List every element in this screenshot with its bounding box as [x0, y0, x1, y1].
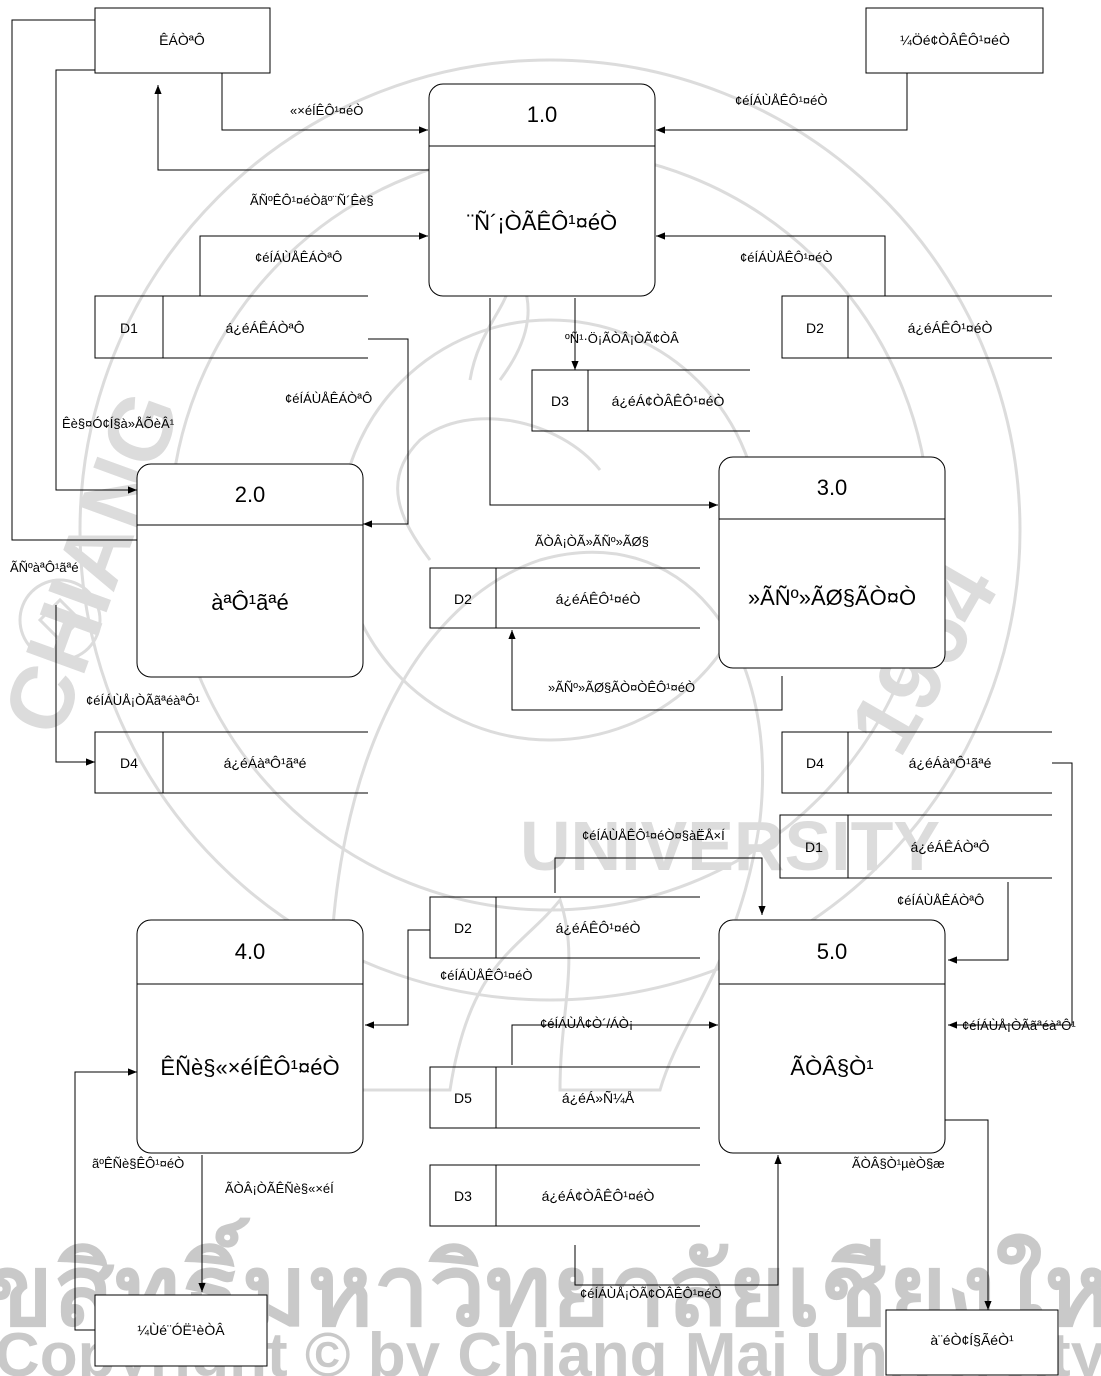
flow-label-9: Êè§¤Ó¢Í§à»ÅÕèÂ¹	[62, 416, 175, 431]
flow-d2-to-p4	[365, 930, 430, 1025]
process-2-number: 2.0	[235, 482, 266, 507]
flow-label-4: ¢éÍÁÙÅÊÁÒªÔ	[255, 250, 342, 265]
process-3-name: »ÃÑº»ÃØ§ÃÒ¤Ò	[748, 585, 916, 610]
flow-label-3: ÃÑºÊÔ¹¤éÒãº¨Ñ´Êè§	[250, 193, 374, 208]
process-3-number: 3.0	[817, 475, 848, 500]
store-d3a-name: á¿éÁ¢ÒÂÊÔ¹¤éÒ	[612, 393, 725, 409]
flow-label-16: ¢éÍÁÙÅ¡ÒÃãªéàªÔ¹	[962, 1018, 1076, 1033]
store-d2c-id: D2	[454, 920, 472, 936]
flow-p5-to-owner	[945, 1120, 988, 1310]
flow-label-1: «×éÍÊÔ¹¤éÒ	[290, 103, 363, 118]
flow-label-18: ãºÊÑè§ÊÔ¹¤éÒ	[92, 1156, 184, 1171]
flow-d3-to-p5	[575, 1155, 778, 1285]
flow-label-14: ¢éÍÁÙÅÊÁÒªÔ	[897, 893, 984, 908]
flow-d2-to-p5	[555, 858, 762, 915]
store-d3b-id: D3	[454, 1188, 472, 1204]
process-1-name: ¨Ñ´¡ÒÃÊÔ¹¤éÒ	[467, 210, 617, 235]
flow-label-2: ¢éÍÁÙÅÊÔ¹¤éÒ	[735, 93, 828, 108]
store-d2b-name: á¿éÁÊÔ¹¤éÒ	[556, 591, 641, 607]
process-2-name: àªÔ¹ãªé	[211, 590, 288, 615]
store-d3a-id: D3	[551, 393, 569, 409]
store-d1b-name: á¿éÁÊÁÒªÔ	[910, 839, 989, 855]
store-d2c-name: á¿éÁÊÔ¹¤éÒ	[556, 920, 641, 936]
flow-label-7: ¢éÍÁÙÅÊÁÒªÔ	[285, 391, 372, 406]
entity-vendor-label: ¼Ùé¨ÓË¹èÒÂ	[137, 1322, 225, 1338]
store-d4a-name: á¿éÁàªÔ¹ãªé	[224, 755, 307, 771]
entity-owner-label: à¨éÒ¢Í§ÃéÒ¹	[930, 1332, 1014, 1348]
flow-label-15: ¢éÍÁÙÅÊÔ¹¤éÒ	[440, 968, 533, 983]
flow-d5-to-p5	[512, 1025, 718, 1065]
entity-member-label: ÊÁÒªÔ	[159, 32, 205, 48]
flow-p1-to-member	[158, 85, 430, 170]
flow-label-12: ¢éÍÁÙÅ¡ÒÃãªéàªÔ¹	[86, 693, 200, 708]
entity-supplier-label: ¼Öé¢ÒÂÊÔ¹¤éÒ	[900, 31, 1010, 48]
store-d4a-id: D4	[120, 755, 138, 771]
store-d2a-name: á¿éÁÊÔ¹¤éÒ	[908, 320, 993, 336]
flow-vendor-to-p4	[75, 1072, 137, 1330]
flow-d1-to-p2	[363, 339, 408, 524]
store-d1a-name: á¿éÁÊÁÒªÔ	[225, 320, 304, 336]
flow-label-6: ºÑ¹·Ö¡ÃÒÂ¡ÒÃ¢ÒÂ	[565, 331, 679, 346]
flow-label-17: ¢éÍÁÙÅ¢Ò´/ÁÒ¡	[540, 1016, 633, 1031]
store-d4b-name: á¿éÁàªÔ¹ãªé	[909, 755, 992, 771]
process-1-number: 1.0	[527, 102, 558, 127]
store-d2a-id: D2	[806, 320, 824, 336]
store-d1b-id: D1	[805, 839, 823, 855]
flow-label-19: ÃÒÂ¡ÒÃÊÑè§«×éÍ	[225, 1181, 334, 1196]
process-5-number: 5.0	[817, 939, 848, 964]
flow-label-8: ÃÒÂ¡ÒÃ»ÃÑº»ÃØ§	[535, 534, 649, 549]
processes	[137, 84, 945, 1153]
flow-p2-to-member	[12, 20, 137, 540]
store-d4b-id: D4	[806, 755, 824, 771]
flow-label-13: ¢éÍÁÙÅÊÔ¹¤éÒ¤§àËÅ×Í	[582, 828, 725, 843]
flow-d1-to-p1	[200, 236, 428, 296]
process-5-name: ÃÒÂ§Ò¹	[790, 1055, 873, 1080]
store-d5-name: á¿éÁ»Ñ¼Å	[562, 1090, 635, 1106]
flow-label-20: ÃÒÂ§Ò¹µèÒ§æ	[852, 1156, 945, 1171]
store-d3b-name: á¿éÁ¢ÒÂÊÔ¹¤éÒ	[542, 1188, 655, 1204]
flow-label-10: ÃÑºàªÔ¹ãªé	[10, 560, 79, 575]
store-d2b-id: D2	[454, 591, 472, 607]
store-d5-id: D5	[454, 1090, 472, 1106]
process-4-name: ÊÑè§«×éÍÊÔ¹¤éÒ	[160, 1055, 339, 1080]
flow-d2-to-p1	[656, 236, 885, 296]
process-4-number: 4.0	[235, 939, 266, 964]
flow-p2-to-d4	[56, 605, 95, 762]
flow-label-11: »ÃÑº»ÃØ§ÃÒ¤ÒÊÔ¹¤éÒ	[548, 680, 695, 695]
store-d1a-id: D1	[120, 320, 138, 336]
flow-label-21: ¢éÍÁÙÅ¡ÒÃ¢ÒÂÊÔ¹¤éÒ	[580, 1286, 722, 1301]
flow-label-5: ¢éÍÁÙÅÊÔ¹¤éÒ	[740, 250, 833, 265]
